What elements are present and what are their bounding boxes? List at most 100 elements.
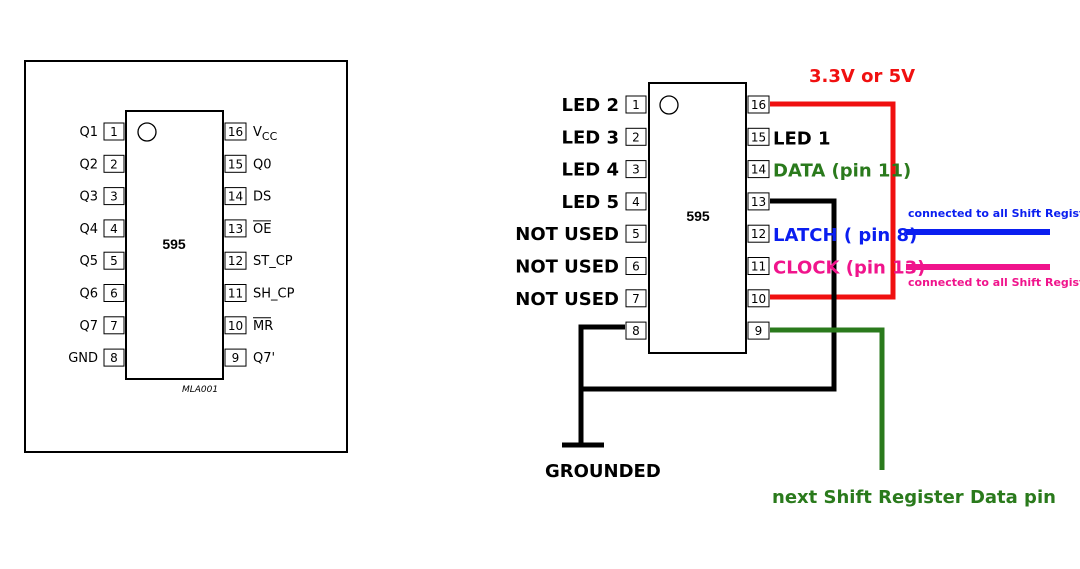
right-pin-5-box <box>625 224 647 243</box>
left-pin-11-box <box>224 284 247 302</box>
right-pin-13-box <box>747 192 770 211</box>
right-pin-11-box <box>747 257 770 275</box>
left-pin-13-name: OE <box>253 222 271 237</box>
next-register-label: next Shift Register Data pin <box>772 487 1056 508</box>
left-pin-7-number: 7 <box>110 319 118 333</box>
left-pin-7-box <box>103 316 125 335</box>
left-pin-3-box <box>103 187 125 206</box>
left-pin-6-box <box>103 284 125 302</box>
right-pin-7-number: 7 <box>632 292 640 306</box>
left-pin-10-number: 10 <box>228 319 243 333</box>
right-pin-10-number: 10 <box>751 292 766 306</box>
right-pin-1-box <box>625 95 647 114</box>
left-pin-13-box <box>224 219 247 238</box>
right-pin-10-box <box>747 289 770 308</box>
left-pin-11-number: 11 <box>228 287 243 301</box>
left-pin-8-name: GND <box>68 351 98 366</box>
right-pin-11-label: CLOCK (pin 13) <box>773 258 925 279</box>
left-pin-16-name-text: V <box>253 125 262 140</box>
right-pin-4-number: 4 <box>632 195 640 209</box>
left-pin-9-name-text: Q7' <box>253 351 275 366</box>
left-pin-12-name: ST_CP <box>253 254 293 269</box>
right-pin-3-number: 3 <box>632 163 640 177</box>
left-pin-16-name: VCC <box>253 125 278 143</box>
right-pin-16-box <box>747 95 770 114</box>
right-pin-3-label: LED 4 <box>562 160 620 181</box>
left-pin-2-number: 2 <box>110 157 118 171</box>
left-pin-15-name-text: Q0 <box>253 157 272 172</box>
right-pin-2-box <box>625 127 647 146</box>
left-pin-2-box <box>103 154 125 173</box>
right-chip-label: 595 <box>686 208 710 224</box>
left-pin-14-name-text: DS <box>253 190 271 205</box>
right-chip-notch <box>659 95 679 115</box>
left-pin-16-number: 16 <box>228 125 243 139</box>
left-pin-12-name-text: ST_CP <box>253 254 293 269</box>
right-pin-9-box <box>747 321 770 340</box>
right-pin-2-label: LED 3 <box>562 127 620 148</box>
left-pin-5-box <box>103 251 125 270</box>
left-pin-16-subscript: CC <box>262 130 278 143</box>
left-pin-1-number: 1 <box>110 125 118 139</box>
right-pin-6-box <box>625 257 647 275</box>
power-label: 3.3V or 5V <box>809 66 915 87</box>
left-pin-6-name: Q6 <box>79 287 98 302</box>
left-pin-14-name: DS <box>253 190 271 205</box>
left-pin-9-name: Q7' <box>253 351 275 366</box>
right-pin-3-box <box>625 160 647 179</box>
left-pin-5-number: 5 <box>110 254 118 268</box>
left-pin-5-name: Q5 <box>79 254 98 269</box>
left-pin-11-name-text: SH_CP <box>253 287 295 302</box>
left-pin-4-box <box>103 219 125 238</box>
right-chip-body <box>648 82 747 354</box>
left-chip-notch <box>137 122 157 142</box>
left-pin-10-name: MR <box>253 319 273 334</box>
right-pin-1-label: LED 2 <box>562 95 620 116</box>
right-pin-12-box <box>747 224 770 243</box>
left-pin-15-number: 15 <box>228 157 243 171</box>
right-pin-16-number: 16 <box>751 98 766 112</box>
right-pin-7-box <box>625 289 647 308</box>
left-chip-body <box>125 110 224 380</box>
ground-label: GROUNDED <box>545 461 661 482</box>
left-pin-4-number: 4 <box>110 222 118 236</box>
left-pin-10-box <box>224 316 247 335</box>
right-pin-12-label: LATCH ( pin 8) <box>773 225 917 246</box>
right-pin-11-number: 11 <box>751 260 766 274</box>
right-pin-14-label: DATA (pin 11) <box>773 161 911 182</box>
right-pin-6-label: NOT USED <box>515 257 619 278</box>
left-pin-13-number: 13 <box>228 222 243 236</box>
right-pin-4-label: LED 5 <box>562 192 620 213</box>
right-pin-14-box <box>747 160 770 179</box>
left-pin-6-number: 6 <box>110 287 118 301</box>
right-pin-5-number: 5 <box>632 227 640 241</box>
left-pin-1-box <box>103 122 125 141</box>
left-pin-8-box <box>103 348 125 367</box>
right-pin-13-number: 13 <box>751 195 766 209</box>
right-pin-2-number: 2 <box>632 130 640 144</box>
left-pin-16-box <box>224 122 247 141</box>
right-pin-5-label: NOT USED <box>515 224 619 245</box>
left-pin-3-name: Q3 <box>79 190 98 205</box>
right-pin-1-number: 1 <box>632 98 640 112</box>
left-pin-9-number: 9 <box>232 351 240 365</box>
right-pin-15-box <box>747 127 770 146</box>
clock-note: connected to all Shift Registers <box>908 276 1080 289</box>
left-pin-4-name: Q4 <box>79 222 98 237</box>
left-chip-label: 595 <box>162 236 186 252</box>
right-pin-12-number: 12 <box>751 227 766 241</box>
data-out-wire <box>770 327 885 470</box>
left-pin-13-name-text: OE <box>253 222 271 237</box>
right-pin-8-box <box>625 321 647 340</box>
left-pin-3-number: 3 <box>110 190 118 204</box>
right-pin-15-number: 15 <box>751 130 766 144</box>
left-pin-11-name: SH_CP <box>253 287 295 302</box>
left-pin-7-name: Q7 <box>79 319 98 334</box>
left-pin-12-number: 12 <box>228 254 243 268</box>
